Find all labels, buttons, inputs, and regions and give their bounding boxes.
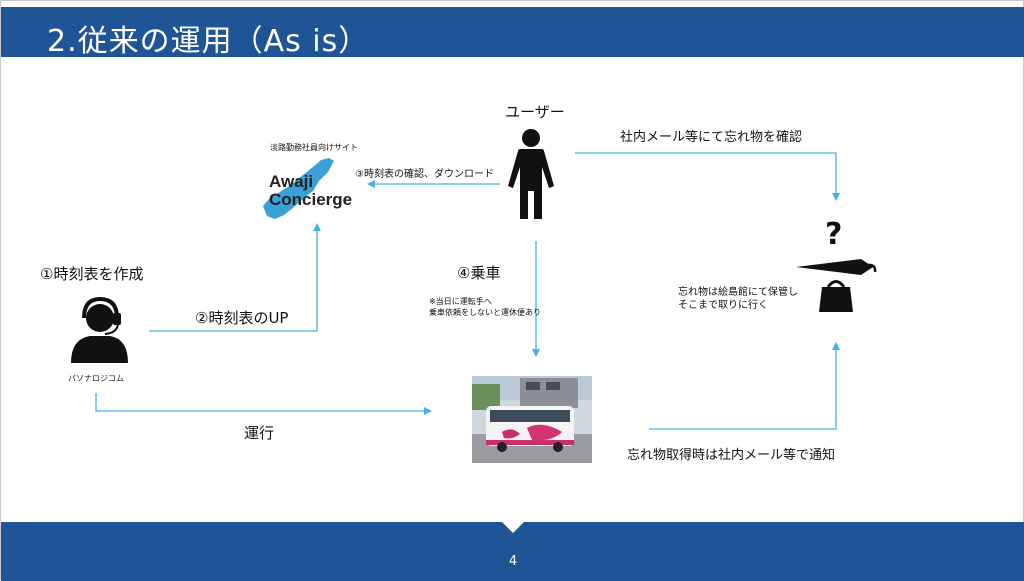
ride-note-line2: 乗車依頼をしないと運休便あり bbox=[429, 308, 541, 317]
title-bar: 2.従来の運用（As is） bbox=[1, 7, 1024, 59]
logo-word-concierge: Concierge bbox=[269, 190, 352, 209]
upload-label-suffix: UP bbox=[268, 309, 289, 327]
bus-image bbox=[472, 376, 592, 463]
upload-label-main: ②時刻表の bbox=[195, 309, 269, 327]
footer-notch bbox=[502, 522, 524, 533]
check-mail-arrow bbox=[575, 152, 840, 201]
lost-item-icon: ? bbox=[796, 217, 877, 312]
lost-item-note-line2: そこまで取りに行く bbox=[678, 300, 768, 311]
operator-name: パソナロジコム bbox=[68, 374, 124, 383]
operate-label: 運行 bbox=[244, 424, 275, 442]
notify-label: 忘れ物取得時は社内メール等で通知 bbox=[627, 448, 836, 463]
page-title: 2.従来の運用（As is） bbox=[47, 24, 370, 59]
download-label: ③時刻表の確認、ダウンロード bbox=[355, 169, 494, 180]
logo-word-awaji: Awaji bbox=[269, 172, 313, 191]
svg-text:?: ? bbox=[825, 217, 842, 252]
ride-note-line1: ※当日に運転手へ bbox=[429, 297, 492, 306]
headset-operator-icon bbox=[71, 296, 128, 363]
operate-arrow bbox=[95, 393, 432, 415]
ride-label: ④乗車 bbox=[457, 264, 501, 282]
operator-step-label: ①時刻表を作成 bbox=[40, 265, 144, 283]
user-label: ユーザー bbox=[505, 103, 565, 121]
page-number: 4 bbox=[508, 554, 518, 569]
lost-item-note-line1: 忘れ物は絵島館にて保管し bbox=[678, 287, 798, 298]
bus-photo bbox=[472, 376, 592, 463]
awaji-island-logo: Awaji Concierge bbox=[263, 158, 352, 219]
site-caption: 淡路勤務社員向けサイト bbox=[270, 143, 358, 152]
person-icon bbox=[508, 129, 554, 219]
check-mail-label: 社内メール等にて忘れ物を確認 bbox=[620, 130, 803, 145]
upload-arrow bbox=[149, 223, 321, 332]
upload-label: ②時刻表のUP bbox=[195, 307, 288, 328]
notify-arrow bbox=[649, 342, 840, 430]
